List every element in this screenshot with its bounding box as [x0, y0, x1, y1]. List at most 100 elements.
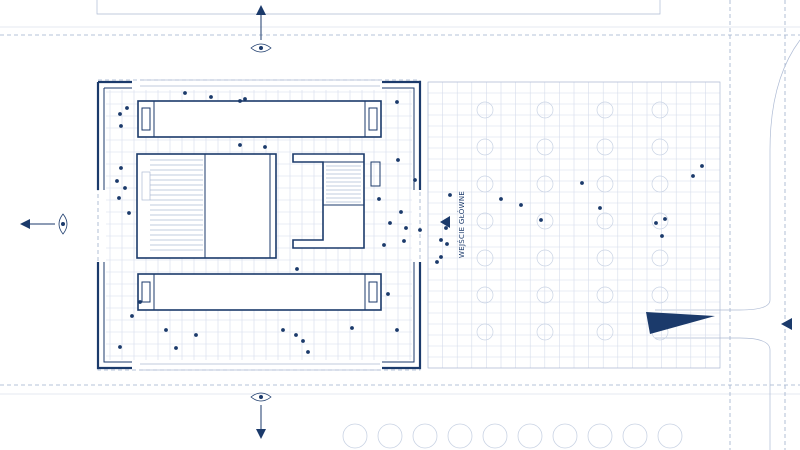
- plaza-tree-circle: [536, 175, 554, 193]
- person-dot: [117, 196, 121, 200]
- person-dot: [539, 218, 543, 222]
- street-tree-circle: [517, 423, 543, 449]
- entrance-triangle-icon: [440, 216, 450, 228]
- person-dot: [263, 145, 267, 149]
- person-dot: [439, 238, 443, 242]
- upper-block: [137, 100, 382, 138]
- street-tree-circle: [342, 423, 368, 449]
- plaza-grid: [427, 81, 721, 369]
- view-marker-top: [250, 5, 272, 53]
- street-tree-circle: [412, 423, 438, 449]
- person-dot: [660, 234, 664, 238]
- view-marker-right: [781, 318, 792, 330]
- plaza-tree-circle: [536, 101, 554, 119]
- street-tree-circle: [482, 423, 508, 449]
- plaza-tree-circle: [476, 138, 494, 156]
- lower-block: [137, 273, 382, 311]
- plaza-tree-circle: [536, 286, 554, 304]
- central-hall: [136, 153, 277, 259]
- plaza-tree-circle: [476, 323, 494, 341]
- person-dot: [243, 97, 247, 101]
- plaza-tree-circle: [476, 101, 494, 119]
- plaza-tree-circle: [596, 212, 614, 230]
- plaza-tree-circle: [596, 175, 614, 193]
- person-dot: [238, 99, 242, 103]
- person-dot: [138, 300, 142, 304]
- driveway-wedge: [646, 312, 715, 334]
- plaza-tree-circle: [651, 138, 669, 156]
- plaza-tree-circle: [651, 286, 669, 304]
- plaza-tree-circle: [536, 138, 554, 156]
- plaza-tree-circle: [651, 249, 669, 267]
- person-dot: [388, 221, 392, 225]
- person-dot: [382, 243, 386, 247]
- person-dot: [118, 112, 122, 116]
- person-dot: [119, 166, 123, 170]
- street-tree-circle: [657, 423, 683, 449]
- person-dot: [209, 95, 213, 99]
- plaza-tree-circle: [476, 249, 494, 267]
- street-tree-circle: [447, 423, 473, 449]
- eye-icon: [250, 43, 272, 53]
- person-dot: [700, 164, 704, 168]
- person-dot: [350, 326, 354, 330]
- person-dot: [115, 179, 119, 183]
- entrance-label: WEJŚCIE GŁÓWNE: [457, 191, 466, 258]
- street-tree-circle: [377, 423, 403, 449]
- plaza-tree-circle: [596, 249, 614, 267]
- plaza-tree-circle: [476, 286, 494, 304]
- person-dot: [395, 100, 399, 104]
- plaza-tree-circle: [651, 212, 669, 230]
- people-dots: [115, 91, 704, 354]
- person-dot: [413, 178, 417, 182]
- plaza-tree-circle: [536, 212, 554, 230]
- person-dot: [306, 350, 310, 354]
- person-dot: [439, 255, 443, 259]
- person-dot: [386, 292, 390, 296]
- plaza-tree-circle: [596, 286, 614, 304]
- street-tree-circle: [552, 423, 578, 449]
- person-dot: [377, 197, 381, 201]
- small-auditorium: [292, 153, 381, 249]
- arrow-down-icon: [256, 429, 266, 439]
- person-dot: [194, 333, 198, 337]
- person-dot: [395, 328, 399, 332]
- person-dot: [294, 333, 298, 337]
- person-dot: [580, 181, 584, 185]
- person-dot: [281, 328, 285, 332]
- person-dot: [691, 174, 695, 178]
- view-marker-bottom: [250, 392, 272, 439]
- view-marker-left: [20, 213, 68, 235]
- street-tree-circle: [622, 423, 648, 449]
- person-dot: [127, 211, 131, 215]
- plaza-tree-circle: [536, 249, 554, 267]
- person-dot: [519, 203, 523, 207]
- plaza-tree-circle: [651, 175, 669, 193]
- person-dot: [125, 106, 129, 110]
- plaza-circles: [476, 101, 669, 341]
- plaza-tree-circle: [476, 212, 494, 230]
- arrow-left-icon: [781, 318, 792, 330]
- main-entrance: WEJŚCIE GŁÓWNE: [440, 191, 466, 258]
- person-dot: [164, 328, 168, 332]
- person-dot: [435, 260, 439, 264]
- person-dot: [499, 197, 503, 201]
- person-dot: [295, 267, 299, 271]
- person-dot: [404, 226, 408, 230]
- person-dot: [598, 206, 602, 210]
- plaza-tree-circle: [596, 323, 614, 341]
- person-dot: [402, 239, 406, 243]
- person-dot: [123, 186, 127, 190]
- street-tree-circle: [587, 423, 613, 449]
- person-dot: [399, 210, 403, 214]
- person-dot: [130, 314, 134, 318]
- person-dot: [119, 124, 123, 128]
- plaza-tree-circle: [536, 323, 554, 341]
- person-dot: [174, 346, 178, 350]
- person-dot: [444, 226, 448, 230]
- street-tree-circles: [342, 423, 683, 449]
- plaza-tree-circle: [651, 101, 669, 119]
- person-dot: [238, 143, 242, 147]
- person-dot: [396, 158, 400, 162]
